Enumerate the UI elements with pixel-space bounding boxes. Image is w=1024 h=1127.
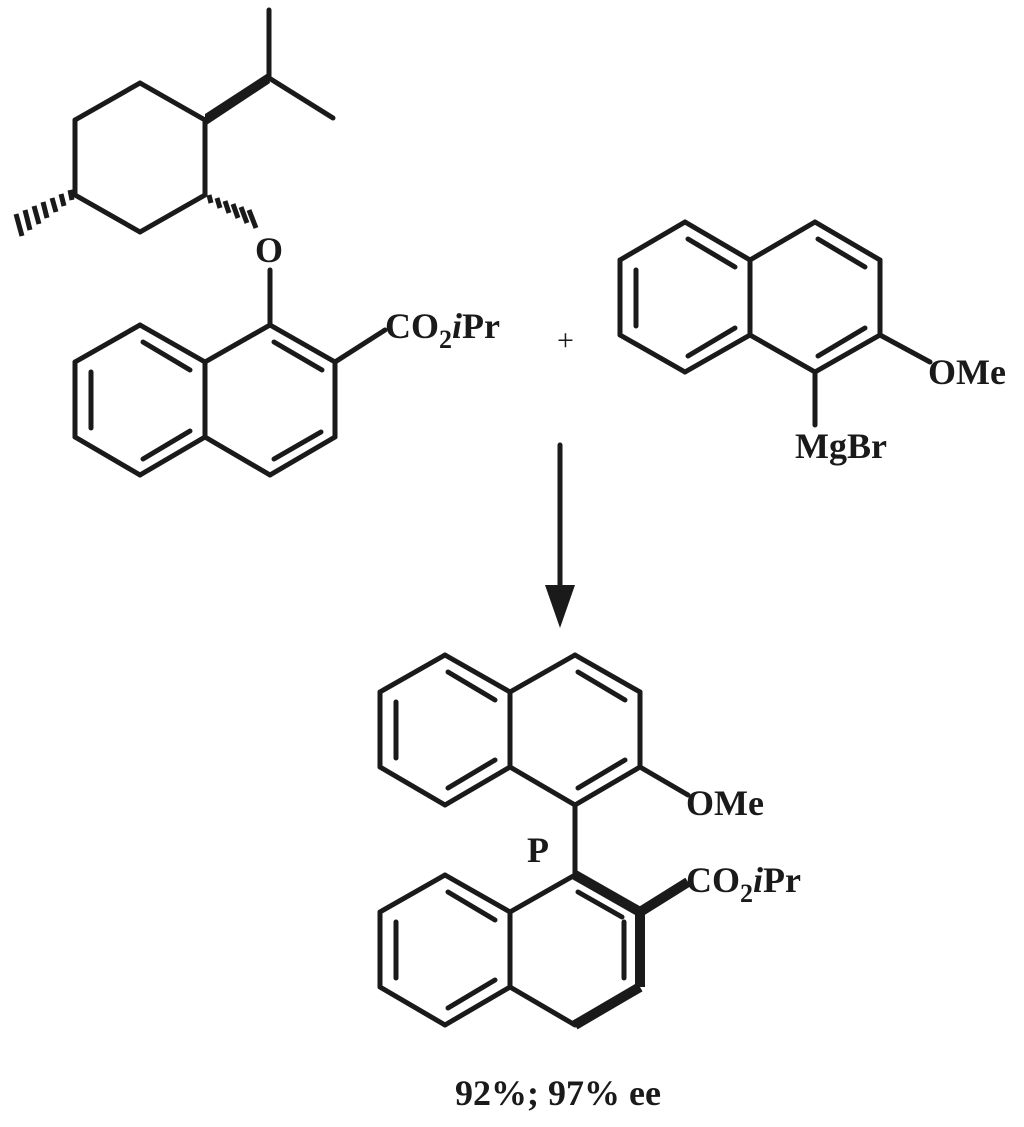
grignard-label: MgBr: [795, 426, 887, 466]
yield-ee-result: 92%; 97% ee: [455, 1073, 661, 1113]
oxygen-atom-label: O: [255, 230, 283, 270]
ester-group-label: CO2iPr: [385, 306, 500, 354]
wedge-bond-isopropyl: [205, 73, 270, 126]
isopropyl-group: [266, 7, 336, 121]
product-upper-naphthalene: [377, 652, 643, 808]
reactant-naphthyl-grignard: OMe MgBr: [617, 219, 1006, 466]
naphthalene-1: [72, 322, 338, 478]
menthyl-ring: [72, 80, 208, 235]
plus-sign: +: [557, 324, 574, 357]
naphthalene-2: [617, 219, 883, 375]
reaction-arrow: [545, 442, 575, 628]
product-methoxy-label: OMe: [686, 783, 764, 823]
product-binaphthyl: OMe P CO2iPr: [377, 652, 801, 1030]
product-ester-group-label: CO2iPr: [686, 860, 801, 908]
methoxy-label: OMe: [928, 352, 1006, 392]
product-lower-naphthalene: [377, 870, 645, 1030]
hashed-bond-oxygen: [206, 194, 259, 229]
axial-chirality-descriptor: P: [527, 830, 549, 870]
reactant-menthyl-naphthoate: O CO2iPr: [13, 7, 500, 478]
hashed-bond-methyl: [13, 189, 75, 237]
